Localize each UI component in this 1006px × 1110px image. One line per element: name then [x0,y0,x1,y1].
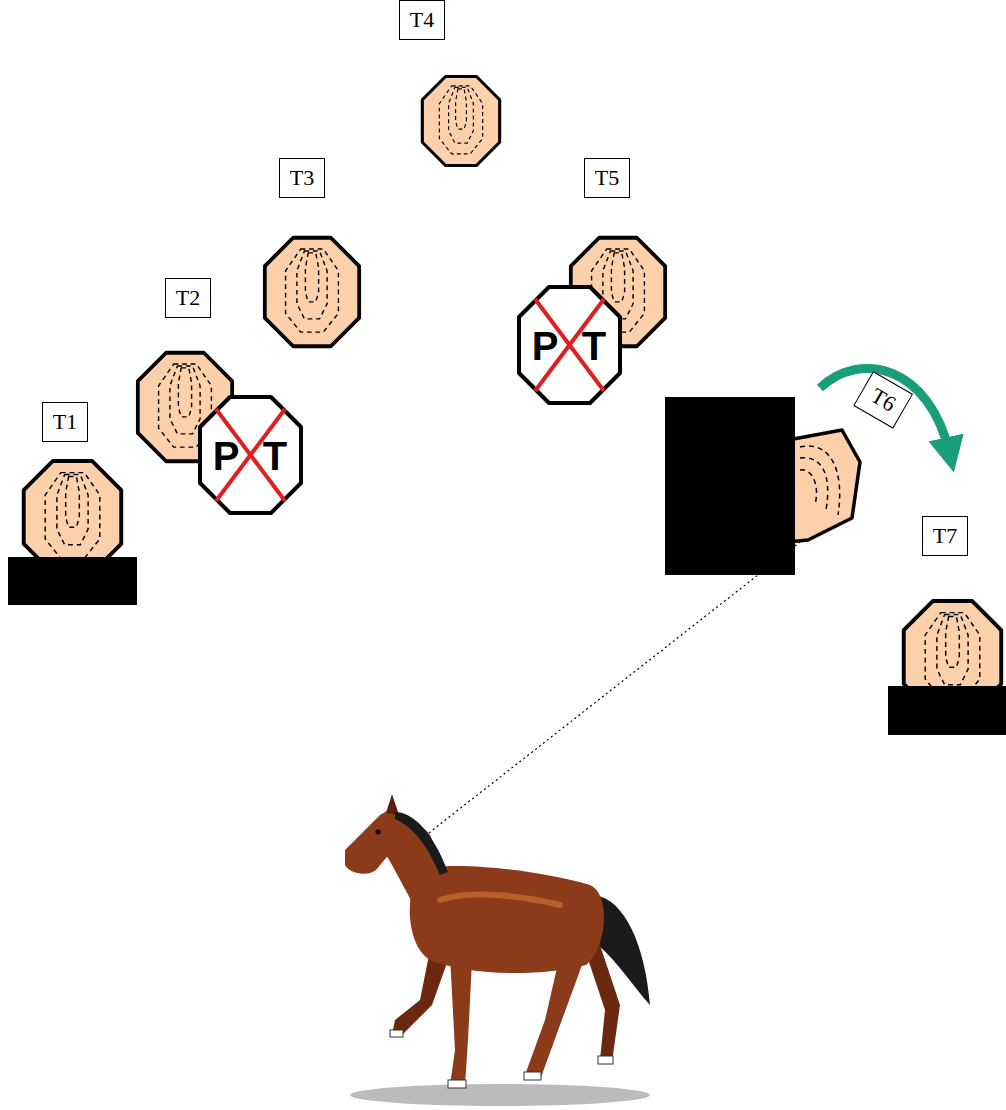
target-label: T4 [399,0,445,40]
target-number: T4 [410,7,434,33]
no-shoot-letter: T [582,326,606,366]
target-label: T1 [42,402,88,442]
no-shoot-target: PT [198,395,303,515]
barricade [665,397,795,575]
target-number: T1 [53,409,77,435]
no-shoot-target: PT [517,285,622,405]
target-label: T2 [165,278,211,318]
target-number: T6 [866,382,900,417]
turning-target [788,430,860,542]
target-number: T3 [290,165,314,191]
no-shoot-letter: P [213,436,240,476]
target [265,238,359,346]
horse [345,794,650,1106]
no-shoot-letter: P [532,326,559,366]
sight-line [425,542,800,836]
target-number: T7 [933,523,957,549]
target-label: T5 [584,158,630,198]
target-number: T2 [176,285,200,311]
no-shoot-letter: T [263,436,287,476]
target-label: T7 [922,516,968,556]
turn-arrow [820,368,950,455]
target-label: T3 [279,158,325,198]
target-number: T5 [595,165,619,191]
barricade [888,686,1006,735]
target [24,461,122,573]
target [422,77,499,166]
barricade [8,557,137,605]
